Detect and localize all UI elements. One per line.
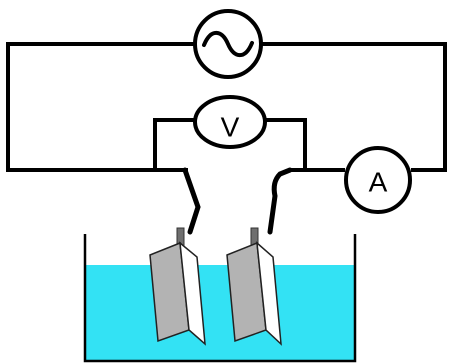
ammeter-circle [344,146,412,214]
outer-circuit-loop [6,42,447,172]
voltmeter: V [193,95,267,149]
outer-wire-left [6,42,195,172]
voltmeter-loop [153,118,307,170]
right-electrode [226,227,282,346]
ac-source-wave-icon [202,30,254,58]
right-electrode-lead [267,167,293,235]
electrolyte-solution [85,265,355,361]
left-electrode [149,227,206,346]
voltmeter-wire-right [265,118,307,170]
beaker [83,234,357,363]
ac-source [193,9,263,79]
beaker-walls [83,234,357,363]
left-electrode-lead [182,167,201,235]
outer-wire-right [261,42,447,172]
voltmeter-circle [193,95,267,149]
voltmeter-label: V [221,112,240,143]
ammeter: A [344,146,412,214]
voltmeter-wire-left [153,118,195,170]
left-electrode-edge [179,241,206,346]
right-electrode-edge [256,241,282,346]
ammeter-label: A [369,167,388,198]
electrode-leads [182,167,293,235]
